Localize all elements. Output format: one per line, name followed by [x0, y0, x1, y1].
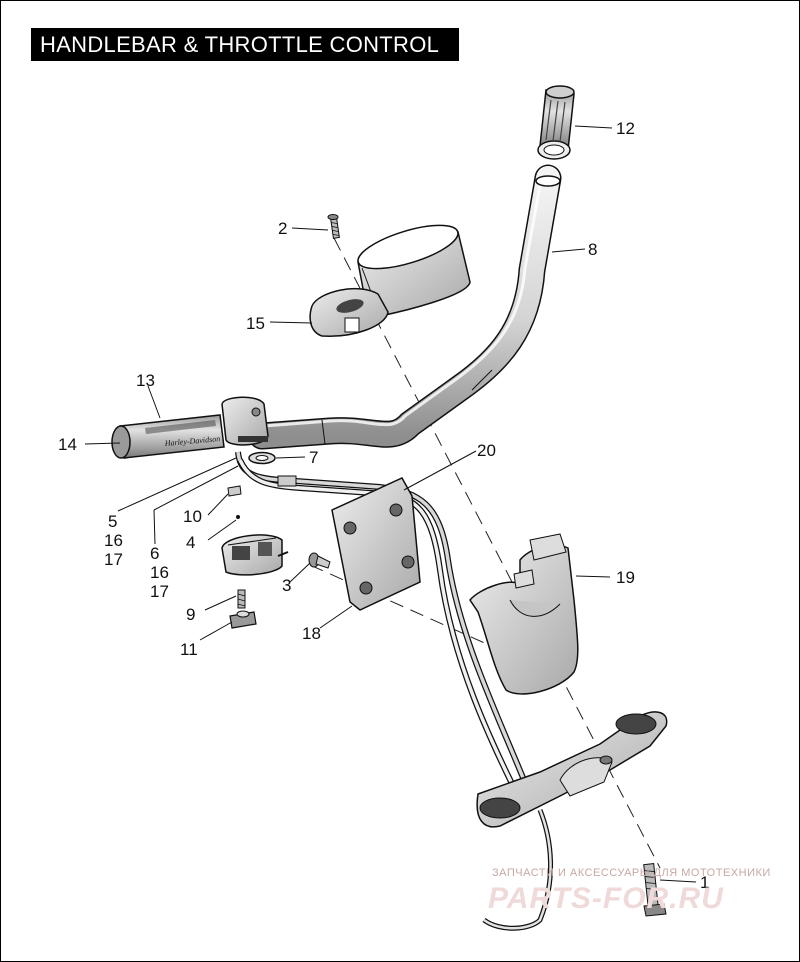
- set-screw-part-9: [237, 589, 246, 609]
- triple-clamp: [476, 711, 668, 828]
- assembly-center-lines: [309, 237, 661, 869]
- fork-shroud: [469, 533, 579, 695]
- callout-6: 6: [150, 544, 159, 563]
- callout-2: 2: [278, 219, 287, 238]
- bolt-part-1: [643, 863, 667, 917]
- callout-8: 8: [588, 240, 597, 259]
- callout-1: 1: [700, 873, 709, 892]
- callout-15: 15: [246, 314, 265, 333]
- mounting-plate: [331, 477, 421, 611]
- callout-20: 20: [477, 441, 496, 460]
- watermark-site: PARTS-FOR.RU: [488, 882, 724, 915]
- watermark-tagline: ЗАПЧАСТИ И АКСЕССУАРЫ ДЛЯ МОТОТЕХНИКИ: [492, 867, 771, 879]
- screw-part-2: [327, 214, 340, 239]
- callout-10: 10: [183, 507, 202, 526]
- callout-5-17: 17: [104, 550, 123, 569]
- throttle-cables: [235, 451, 554, 931]
- callout-18: 18: [302, 624, 321, 643]
- callout-4: 4: [186, 533, 195, 552]
- callout-6-17: 17: [150, 582, 169, 601]
- callout-13: 13: [136, 371, 155, 390]
- callout-19: 19: [616, 568, 635, 587]
- washer-part-7: [248, 451, 276, 465]
- callout-5: 5: [108, 512, 117, 531]
- adjuster-nut-part-11: [229, 610, 257, 629]
- handlebar: [248, 164, 562, 450]
- callout-numbers: 12 8 2 15 13 14 7 20 5 16 17 10 4 6 16 1…: [58, 119, 709, 892]
- diagram-title: HANDLEBAR & THROTTLE CONTROL: [31, 28, 459, 61]
- watermark: ЗАПЧАСТИ И АКСЕССУАРЫ ДЛЯ МОТОТЕХНИКИ PA…: [488, 867, 771, 915]
- callout-5-16: 16: [104, 531, 123, 550]
- callout-11: 11: [180, 640, 198, 659]
- callout-3: 3: [282, 576, 291, 595]
- callout-6-16: 16: [150, 563, 169, 582]
- callout-12: 12: [616, 119, 635, 138]
- cable-guide-block: [221, 534, 289, 576]
- left-grip: Harley-Davidson: [111, 414, 225, 459]
- callout-14: 14: [58, 435, 77, 454]
- leader-lines: [84, 125, 697, 883]
- left-switch-housing: [221, 396, 269, 446]
- callout-7: 7: [309, 448, 318, 467]
- right-grip: [537, 85, 575, 160]
- speedometer-bracket: [309, 287, 389, 337]
- clip-part-10: [227, 485, 242, 519]
- screw-part-3: [308, 552, 331, 569]
- callout-9: 9: [186, 605, 195, 624]
